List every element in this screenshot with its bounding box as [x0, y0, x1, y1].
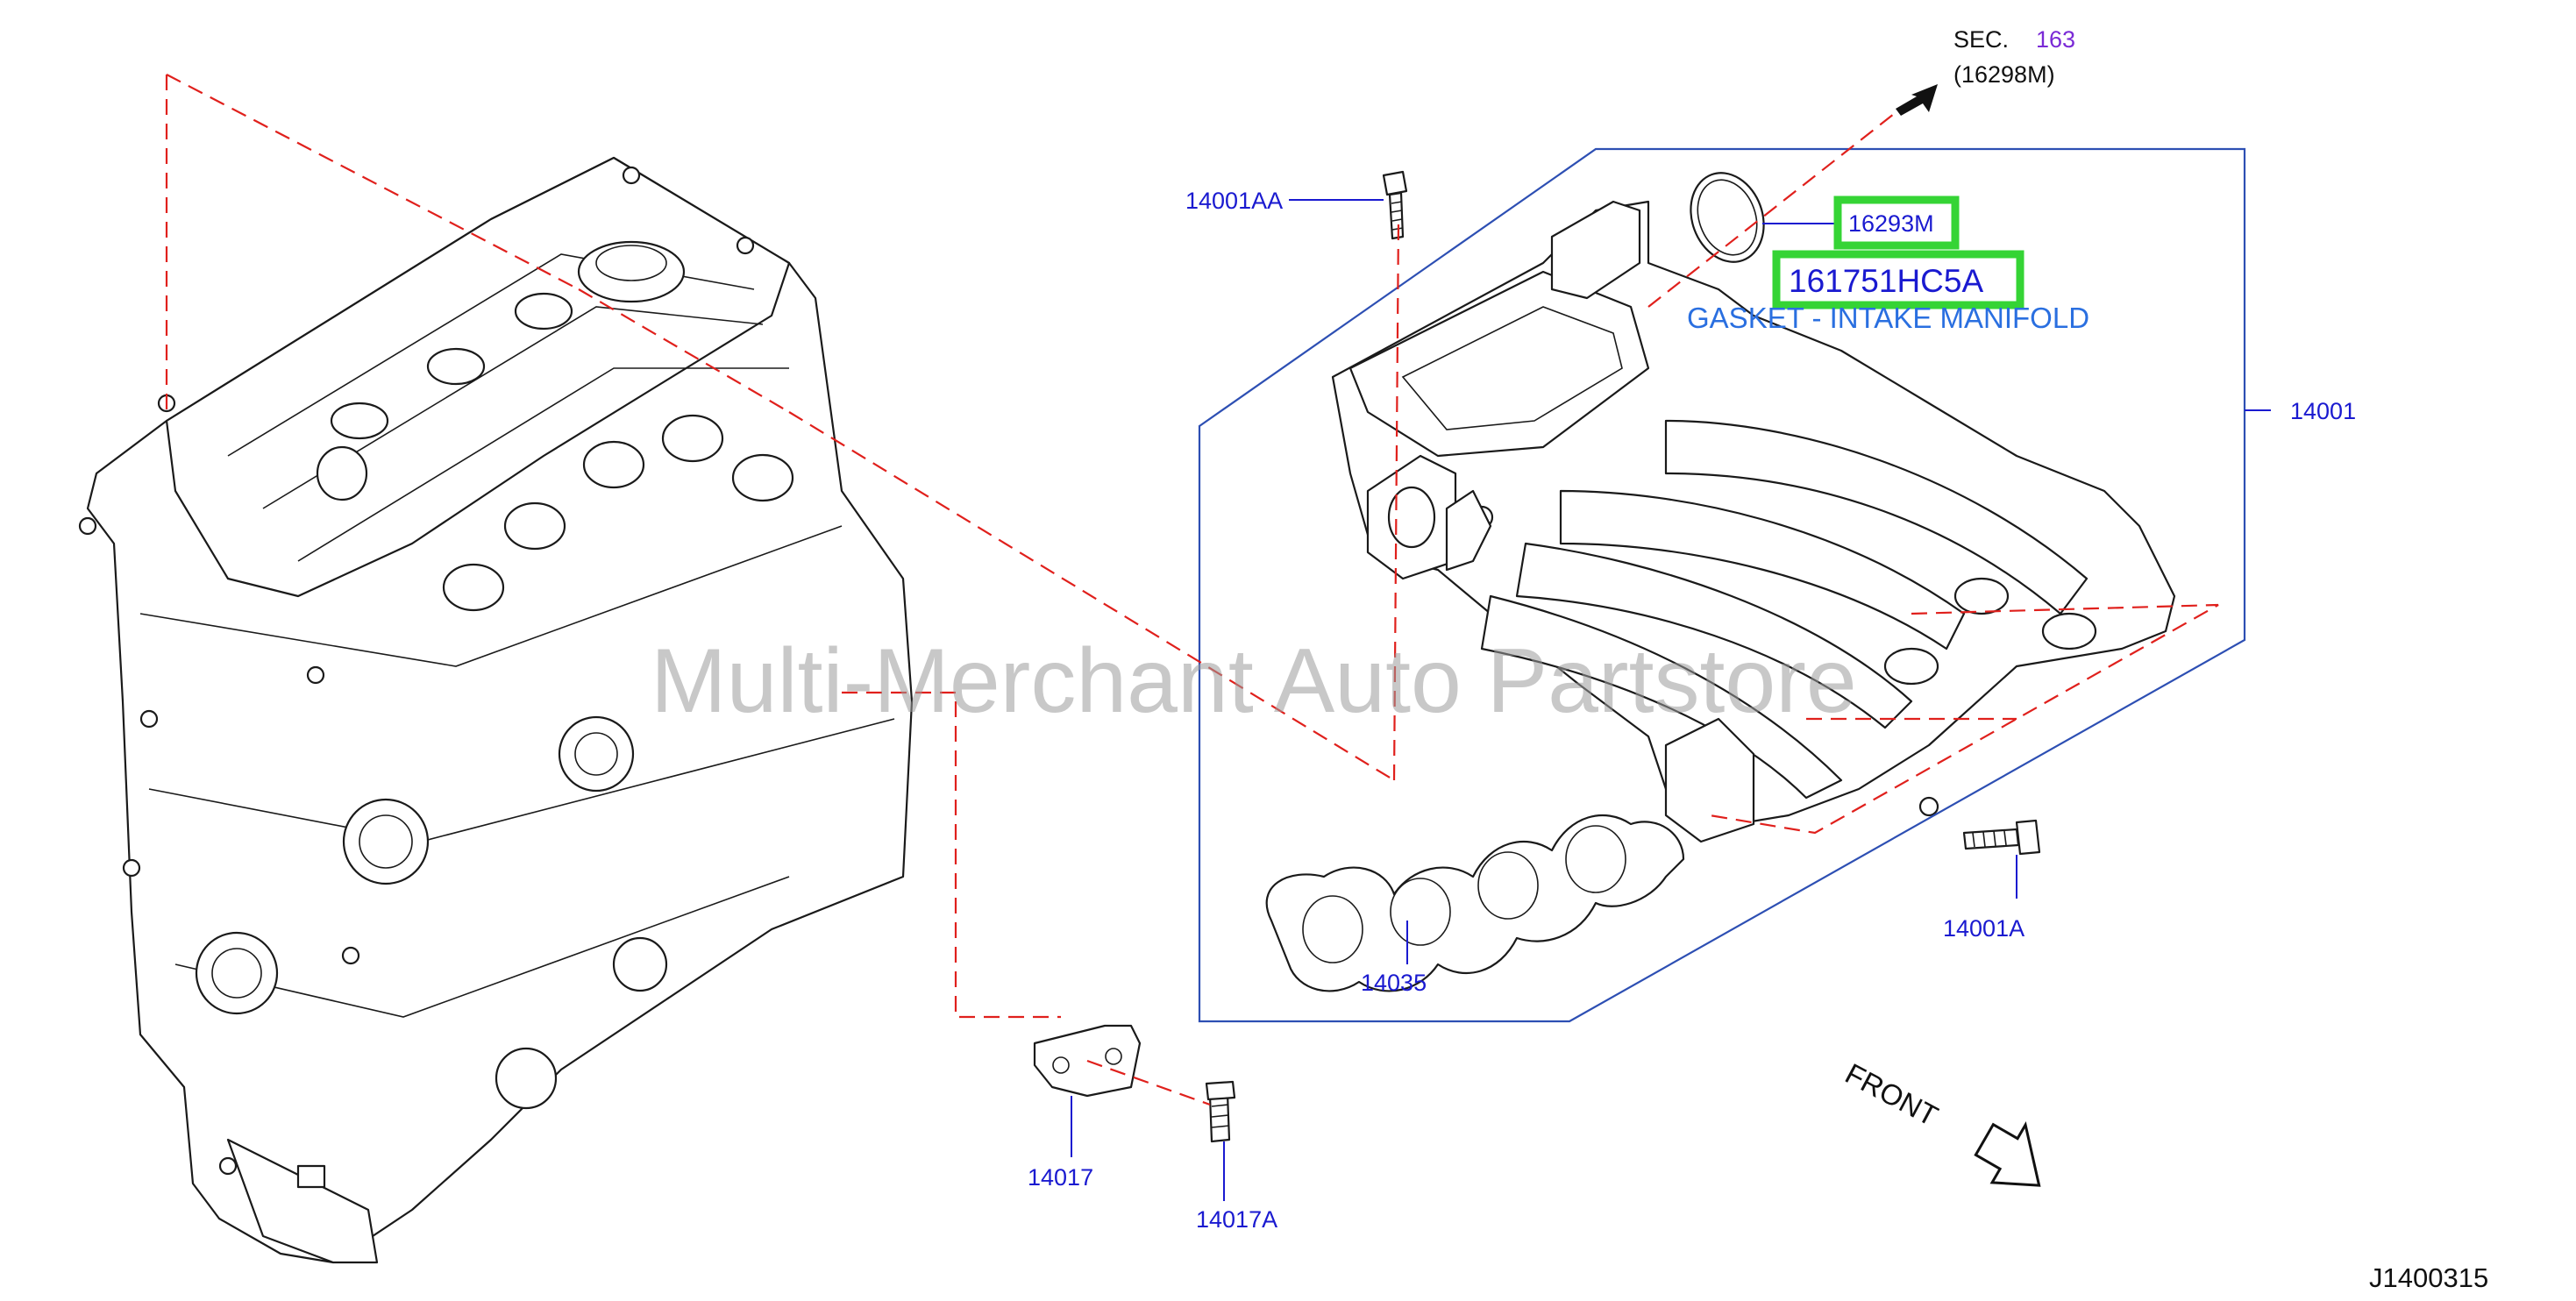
label-14017a[interactable]: 14017A — [1196, 1206, 1277, 1233]
highlighted-part-number[interactable]: 161751HC5A — [1789, 263, 1983, 299]
highlight-box-part-code — [1833, 196, 1960, 250]
label-14001[interactable]: 14001 — [2290, 398, 2356, 424]
bolt-14001a-drawing — [1962, 819, 2041, 856]
highlighted-part-code[interactable]: 16293M — [1848, 210, 1934, 237]
label-14017[interactable]: 14017 — [1028, 1164, 1093, 1191]
front-label: FRONT — [1840, 1057, 1944, 1133]
bolt-14001aa-drawing — [1382, 170, 1408, 240]
label-14001a[interactable]: 14001A — [1943, 915, 2025, 942]
sec-number-link[interactable]: 163 — [2036, 26, 2075, 53]
o-ring-16293m-drawing — [1690, 172, 1765, 263]
intake-manifold-drawing — [1331, 200, 2176, 843]
front-direction-arrow-icon — [1974, 1121, 2041, 1187]
bolt-14017a-drawing — [1205, 1080, 1236, 1143]
assembly-dashed-lines — [165, 74, 2219, 1106]
label-14035[interactable]: 14035 — [1361, 970, 1427, 996]
label-14001aa[interactable]: 14001AA — [1185, 188, 1283, 214]
sec-subref: (16298M) — [1953, 61, 2055, 88]
diagram-id: J1400315 — [2369, 1262, 2488, 1293]
engine-block-drawing — [78, 156, 914, 1264]
watermark-text: Multi-Merchant Auto Partstore — [651, 630, 1857, 732]
gasket-14035-drawing — [1265, 814, 1685, 992]
sec-arrow-icon — [1896, 84, 1938, 116]
leader-lines — [1071, 199, 2271, 1201]
manifold-callout-frame — [1198, 147, 2246, 1023]
part-description: GASKET - INTAKE MANIFOLD — [1687, 302, 2089, 334]
highlight-box-part-number — [1772, 250, 2025, 309]
sec-prefix: SEC. — [1953, 26, 2009, 53]
